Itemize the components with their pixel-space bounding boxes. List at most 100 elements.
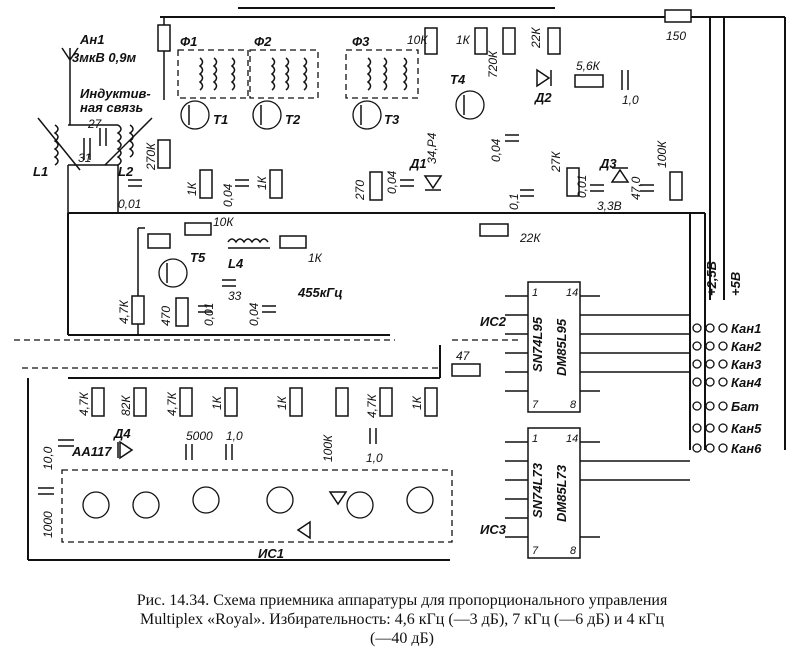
output-kan6: Кан6 [731, 441, 762, 456]
chip2-line2: DM85L73 [554, 464, 569, 522]
cap-0-01-c-label: 0,01 [202, 303, 216, 326]
res-1k-b-label: 1К [275, 395, 289, 410]
transistor-t4-label: T4 [450, 72, 466, 87]
cap-10-0-label: 10,0 [41, 446, 55, 470]
chip2-pin-bl: 7 [532, 545, 539, 557]
cap-47-0-label: 47,0 [629, 176, 643, 200]
supply-rails [67, 7, 786, 450]
res-22k-mid-label: 22К [519, 231, 541, 245]
power-5v-label: +5В [728, 272, 743, 296]
cap-33-label: 33 [228, 289, 242, 303]
res-150-label: 150 [666, 29, 686, 43]
ic1-label: ИС1 [258, 546, 284, 561]
output-kan5: Кан5 [731, 421, 762, 436]
antenna-spec: 3мкВ 0,9м [72, 50, 137, 65]
top-resistors [157, 9, 692, 100]
res-22k-top-label: 22К [529, 27, 543, 49]
cap-1000-label: 1000 [41, 511, 55, 538]
res-4-7k-b-label: 4,7К [165, 391, 179, 416]
inductor-l2-label: L2 [118, 164, 134, 179]
diode-d1-label: Д1 [409, 156, 427, 171]
res-270k-label: 270К [144, 142, 158, 171]
res-4-7k-c-label: 4,7К [365, 393, 379, 418]
antenna: Ан1 3мкВ 0,9м [61, 32, 137, 125]
output-connector [692, 323, 728, 453]
diode-d3-label: Д3 [599, 156, 617, 171]
caption-line-1: Рис. 14.34. Схема приемника аппаратуры д… [136, 592, 668, 609]
coupling-label-2: ная связь [80, 100, 143, 115]
chip1-pin-br: 8 [570, 399, 577, 411]
cap-0-04-c-label: 0,04 [489, 138, 503, 162]
chip1-pin-tl: 1 [532, 287, 538, 299]
cap-5000-label: 5000 [186, 429, 213, 443]
transistor-t3-label: T3 [384, 112, 400, 127]
res-82k-label: 82К [119, 395, 133, 416]
res-1k-c-label: 1К [410, 395, 424, 410]
mid-capacitors [128, 70, 654, 197]
res-10k-top-label: 10К [407, 33, 428, 47]
res-1k-a-label: 1К [210, 395, 224, 410]
res-1k-t1-label: 1К [185, 181, 199, 196]
transistor-t1-label: T1 [213, 112, 228, 127]
res-1k-mid-label: 1К [308, 251, 323, 265]
res-270-label: 270 [353, 180, 367, 201]
res-47-label: 47 [456, 349, 471, 363]
ic2-label: ИС2 [480, 314, 507, 329]
if-frequency-label: 455кГц [297, 285, 343, 300]
output-bat: Бат [731, 399, 759, 414]
chip2-line1: SN74L73 [530, 462, 545, 518]
cap-1-0-a-label: 1,0 [226, 429, 243, 443]
output-kan2: Кан2 [731, 339, 762, 354]
res-1k-top-label: 1К [456, 33, 471, 47]
res-100k-b-label: 100К [321, 434, 335, 462]
diode-d2-label: Д2 [534, 90, 552, 105]
caption-line-3: (—40 дБ) [370, 630, 434, 647]
res-470-label: 470 [159, 306, 173, 326]
decoder-ic1 [27, 345, 453, 561]
diodes-top [423, 68, 630, 191]
transistor-t5-label: T5 [190, 250, 206, 265]
res-720k-label: 720К [486, 50, 500, 78]
coupling-label-1: Индуктив- [80, 86, 151, 101]
cap-0-04-d-label: 0,04 [247, 302, 261, 326]
filter-f2-label: Ф2 [254, 34, 272, 49]
cap-0-01-a-label: 0,01 [118, 197, 141, 211]
inductor-l1-label: L1 [33, 164, 48, 179]
res-27k-label: 27К [549, 151, 563, 173]
chip1-line1: SN74L95 [530, 316, 545, 372]
chip2-pin-tl: 1 [532, 433, 538, 445]
cap-1-0-b-label: 1,0 [366, 451, 383, 465]
cap-0-01-b-label: 0,01 [575, 175, 589, 198]
chip1-pin-tr: 14 [566, 287, 578, 299]
cap-0-1-label: 0,1 [507, 193, 521, 210]
cap-31-label: 31 [78, 151, 91, 165]
cap-27-label: 27 [87, 117, 103, 131]
chip2-pin-br: 8 [570, 545, 577, 557]
input-tanks [37, 117, 153, 213]
output-kan1: Кан1 [731, 321, 761, 336]
output-kan3: Кан3 [731, 357, 762, 372]
schematic-diagram: Ан1 3мкВ 0,9м Индуктив- ная связь L1 L2 … [14, 7, 786, 561]
output-kan4: Кан4 [731, 375, 762, 390]
cap-1-0-top-label: 1,0 [622, 93, 639, 107]
diode-d3-type-label: 3,3В [597, 199, 622, 213]
figure-caption: Рис. 14.34. Схема приемника аппаратуры д… [22, 591, 782, 648]
cap-0-04-a-label: 0,04 [221, 183, 235, 207]
res-4-7k-t5-label: 4,7К [117, 299, 131, 324]
cap-0-04-b-label: 0,04 [385, 170, 399, 194]
chip-sn74l73 [505, 427, 690, 559]
transistors-if [158, 90, 485, 288]
filter-f3-label: Ф3 [352, 34, 370, 49]
res-10k-mid-label: 10К [213, 215, 234, 229]
if-filters [177, 49, 419, 99]
res-100k-label: 100К [655, 140, 669, 168]
antenna-name: Ан1 [79, 32, 104, 47]
caption-line-2: Multiplex «Royal». Избирательность: 4,6 … [139, 611, 665, 628]
chip1-line2: DM85L95 [554, 318, 569, 376]
power-2-5v-label: +2,5В [704, 261, 719, 296]
diode-d4-label: Д4 [113, 426, 131, 441]
res-1k-star-label: 1К [255, 175, 269, 190]
res-5-6k-label: 5,6К [576, 59, 601, 73]
oscillator-section [131, 222, 307, 335]
chip1-pin-bl: 7 [532, 399, 539, 411]
